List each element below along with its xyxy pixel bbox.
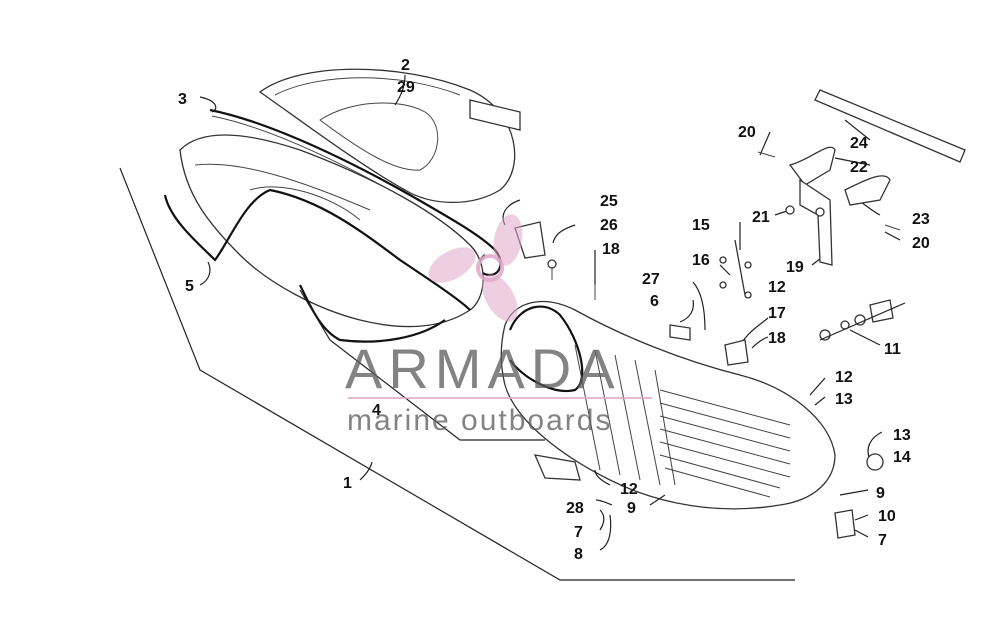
label-20-top: 20 (738, 124, 756, 141)
grille-slats (659, 389, 791, 498)
label-12-lower: 12 (620, 481, 638, 498)
label-20-right: 20 (912, 235, 930, 252)
label-3: 3 (178, 91, 187, 108)
label-26: 26 (600, 217, 618, 234)
label-27: 27 (642, 271, 660, 288)
decal-29 (469, 99, 521, 131)
seal-4 (299, 284, 545, 441)
watermark: ARMADA marine outboards (345, 214, 652, 437)
label-29: 29 (397, 79, 415, 96)
label-15: 15 (692, 217, 710, 234)
label-2: 2 (401, 57, 410, 74)
label-7-right: 7 (878, 532, 887, 549)
rear-cover-upper (258, 68, 516, 204)
label-18-right: 18 (768, 330, 786, 347)
label-8: 8 (574, 546, 583, 563)
label-24: 24 (850, 135, 868, 152)
label-17: 17 (768, 305, 786, 322)
seal-5 (163, 188, 471, 311)
label-21: 21 (752, 209, 770, 226)
label-22: 22 (850, 159, 868, 176)
part-labels: 1 2 29 3 5 4 25 26 18 27 6 15 16 12 17 1… (178, 57, 930, 563)
label-1: 1 (343, 475, 352, 492)
hardware-parts (514, 89, 966, 539)
label-9-left: 9 (627, 500, 636, 517)
label-6: 6 (650, 293, 659, 310)
label-11: 11 (884, 341, 901, 358)
label-18-top: 18 (602, 241, 620, 258)
label-13-lower: 13 (893, 427, 911, 444)
propeller-logo (428, 214, 523, 322)
label-4: 4 (372, 402, 381, 419)
label-23: 23 (912, 211, 930, 228)
label-16: 16 (692, 252, 710, 269)
label-13-upper: 13 (835, 391, 853, 408)
label-19: 19 (786, 259, 804, 276)
watermark-tagline: marine outboards (347, 404, 612, 437)
cowl-left-body (179, 134, 484, 328)
lower-cowl-housing (500, 300, 836, 510)
label-28: 28 (566, 500, 584, 517)
label-12-right: 12 (835, 369, 853, 386)
label-5: 5 (185, 278, 194, 295)
label-10: 10 (878, 508, 896, 525)
assembly-outline-1 (119, 167, 795, 581)
label-12-upper: 12 (768, 279, 786, 296)
label-14: 14 (893, 449, 911, 466)
label-25: 25 (600, 193, 618, 210)
label-9-right: 9 (876, 485, 885, 502)
label-7-left: 7 (574, 524, 583, 541)
baffles (574, 344, 676, 486)
watermark-brand: ARMADA (345, 337, 621, 400)
